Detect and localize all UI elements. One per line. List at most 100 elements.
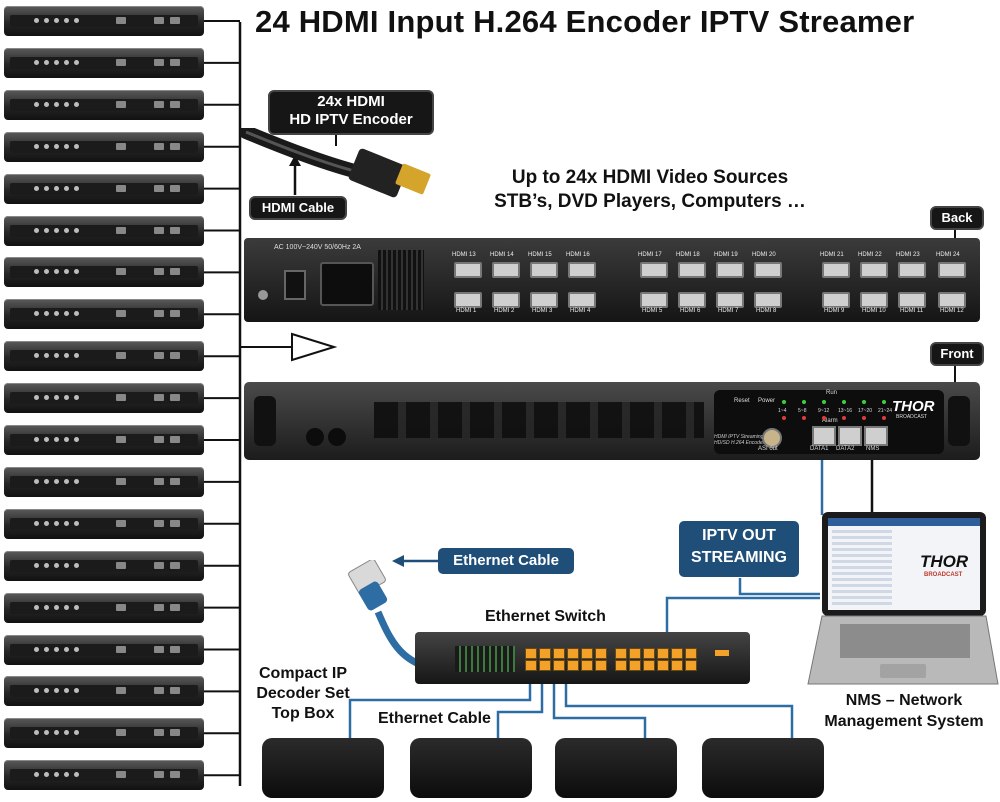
decoder-box-2: [410, 738, 532, 798]
switch-port: [643, 648, 655, 659]
asi-connector: [762, 428, 782, 448]
switch-port: [685, 660, 697, 671]
hdmi-port: [860, 292, 888, 308]
hdmi-port-label: HDMI 21: [820, 252, 844, 258]
reset-label: Reset: [734, 398, 750, 404]
laptop-brand-sub: BROADCAST: [924, 572, 963, 578]
power-spec-label: AC 100V~240V 50/60Hz 2A: [274, 244, 361, 251]
laptop-display: THOR BROADCAST: [828, 518, 980, 610]
set-top-box: [4, 718, 204, 749]
run-led: [822, 400, 826, 404]
nms-label: NMS – Network Management System: [824, 692, 984, 730]
model-line-2: HD/SD H.264 Encoder: [714, 440, 765, 446]
led-group-label: 21~24: [878, 408, 893, 414]
run-led: [882, 400, 886, 404]
ethernet-cable-label: Ethernet Cable: [378, 710, 491, 727]
switch-port: [643, 660, 655, 671]
hdmi-port-label: HDMI 9: [824, 308, 845, 314]
led-group-label: 1~4: [778, 408, 787, 414]
set-top-box: [4, 550, 204, 581]
arrow-left-icon: [392, 555, 404, 567]
hdmi-port-label: HDMI 14: [490, 252, 514, 258]
switch-port: [615, 648, 627, 659]
hdmi-port: [898, 262, 926, 278]
laptop-brand-logo: THOR: [920, 552, 969, 571]
nms-settings-list: [832, 530, 892, 606]
hdmi-port: [822, 292, 850, 308]
hdmi-port-label: HDMI 22: [858, 252, 882, 258]
knob-1: [306, 428, 324, 446]
set-top-box: [4, 341, 204, 372]
hdmi-port-label: HDMI 1: [456, 308, 477, 314]
set-top-box: [4, 47, 204, 78]
switch-leds: [455, 646, 515, 672]
set-top-box: [4, 6, 204, 36]
hdmi-port-label: HDMI 17: [638, 252, 662, 258]
alarm-led: [862, 416, 866, 420]
run-label: Run: [826, 390, 838, 396]
hdmi-port-label: HDMI 23: [896, 252, 920, 258]
hdmi-port-label: HDMI 15: [528, 252, 552, 258]
hdmi-port-label: HDMI 20: [752, 252, 776, 258]
switch-port: [525, 660, 537, 671]
decoder-cable-2: [496, 680, 544, 740]
set-top-box: [4, 89, 204, 120]
set-top-box: [4, 383, 204, 414]
run-led: [782, 400, 786, 404]
switch-port: [595, 648, 607, 659]
switch-port: [581, 648, 593, 659]
hdmi-port: [530, 262, 558, 278]
video-sources-label: Up to 24x HDMI Video Sources STB’s, DVD …: [494, 167, 806, 212]
switch-port: [671, 648, 683, 659]
hdmi-port-label: HDMI 2: [494, 308, 515, 314]
switch-port: [657, 648, 669, 659]
hdmi-port-label: HDMI 24: [936, 252, 960, 258]
switch-port: [539, 648, 551, 659]
hdmi-port: [716, 262, 744, 278]
set-top-box: [4, 215, 204, 246]
hdmi-port: [568, 262, 596, 278]
decoder-box-4: [702, 738, 824, 798]
hdmi-port: [754, 292, 782, 308]
set-top-box: [4, 760, 204, 791]
run-led: [842, 400, 846, 404]
brand-sub-logo: BROADCAST: [896, 414, 928, 420]
ground-screw-icon: [258, 290, 268, 300]
hdmi-port-label: HDMI 18: [676, 252, 700, 258]
data2-port: [838, 426, 862, 446]
rack-ear-right: [948, 396, 970, 446]
set-top-box: [4, 131, 204, 162]
switch-port: [657, 660, 669, 671]
hdmi-port-label: HDMI 5: [642, 308, 663, 314]
switch-label-plate: [715, 650, 729, 656]
brand-logo: THOR: [892, 398, 935, 415]
decoder-box-3: [555, 738, 677, 798]
alarm-led: [782, 416, 786, 420]
power-switch[interactable]: [284, 270, 306, 300]
hdmi-port: [454, 262, 482, 278]
hdmi-port: [568, 292, 596, 308]
led-group-label: 17~20: [858, 408, 873, 414]
alarm-led: [822, 416, 826, 420]
switch-port: [553, 648, 565, 659]
switch-port: [615, 660, 627, 671]
alarm-label: Alarm: [822, 418, 838, 424]
set-top-box: [4, 173, 204, 204]
led-group-label: 9~12: [818, 408, 830, 414]
hdmi-port: [898, 292, 926, 308]
back-badge: Back: [930, 206, 984, 230]
switch-port: [581, 660, 593, 671]
hdmi-port-label: HDMI 6: [680, 308, 701, 314]
hdmi-port: [716, 292, 744, 308]
data2-label: DATA2: [836, 446, 855, 452]
hdmi-port: [938, 292, 966, 308]
decoder-cable-3: [552, 680, 647, 740]
ethernet-cable-badge: Ethernet Cable: [438, 548, 574, 574]
decoder-cable-4: [564, 680, 794, 740]
nms-port-label: NMS: [866, 446, 880, 452]
knob-2: [328, 428, 346, 446]
